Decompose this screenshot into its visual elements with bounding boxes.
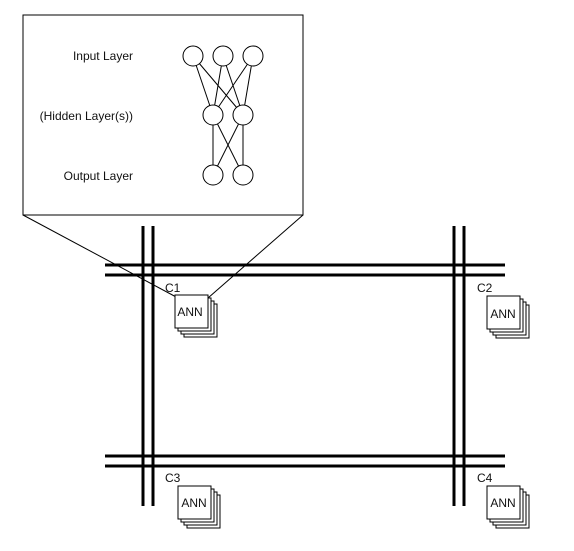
cell-c1: C1 ANN	[165, 281, 218, 338]
hidden-node	[232, 104, 254, 126]
ann-box	[174, 294, 209, 329]
edge-in3-h1	[212, 55, 254, 116]
cell-label: C1	[165, 281, 181, 295]
grid-wires	[105, 226, 505, 506]
input-layer-label: Input Layer	[73, 49, 133, 63]
edge-h2-out1	[212, 114, 244, 176]
hidden-node	[202, 104, 224, 126]
ann-box	[177, 485, 212, 520]
ann-label: ANN	[490, 307, 515, 321]
output-node	[202, 164, 224, 186]
ann-label: ANN	[177, 305, 202, 319]
ann-box	[486, 485, 521, 520]
output-layer-label: Output Layer	[64, 169, 133, 183]
hidden-layer-label: (Hidden Layer(s))	[40, 109, 133, 123]
cell-label: C3	[165, 471, 181, 485]
cell-c4: C4 ANN	[477, 471, 530, 529]
input-node	[242, 45, 264, 67]
cell-c2: C2 ANN	[477, 281, 530, 339]
network-nodes	[182, 45, 264, 186]
ann-box	[486, 295, 521, 330]
callout-connector-right	[207, 214, 304, 299]
cell-c3: C3 ANN	[165, 471, 221, 529]
cell-label: C2	[477, 281, 493, 295]
input-node	[212, 45, 234, 67]
output-node	[232, 164, 254, 186]
callout-connector-left	[22, 214, 179, 299]
input-node	[182, 45, 204, 67]
cell-label: C4	[477, 471, 493, 485]
ann-label: ANN	[181, 496, 206, 510]
ann-label: ANN	[490, 496, 515, 510]
